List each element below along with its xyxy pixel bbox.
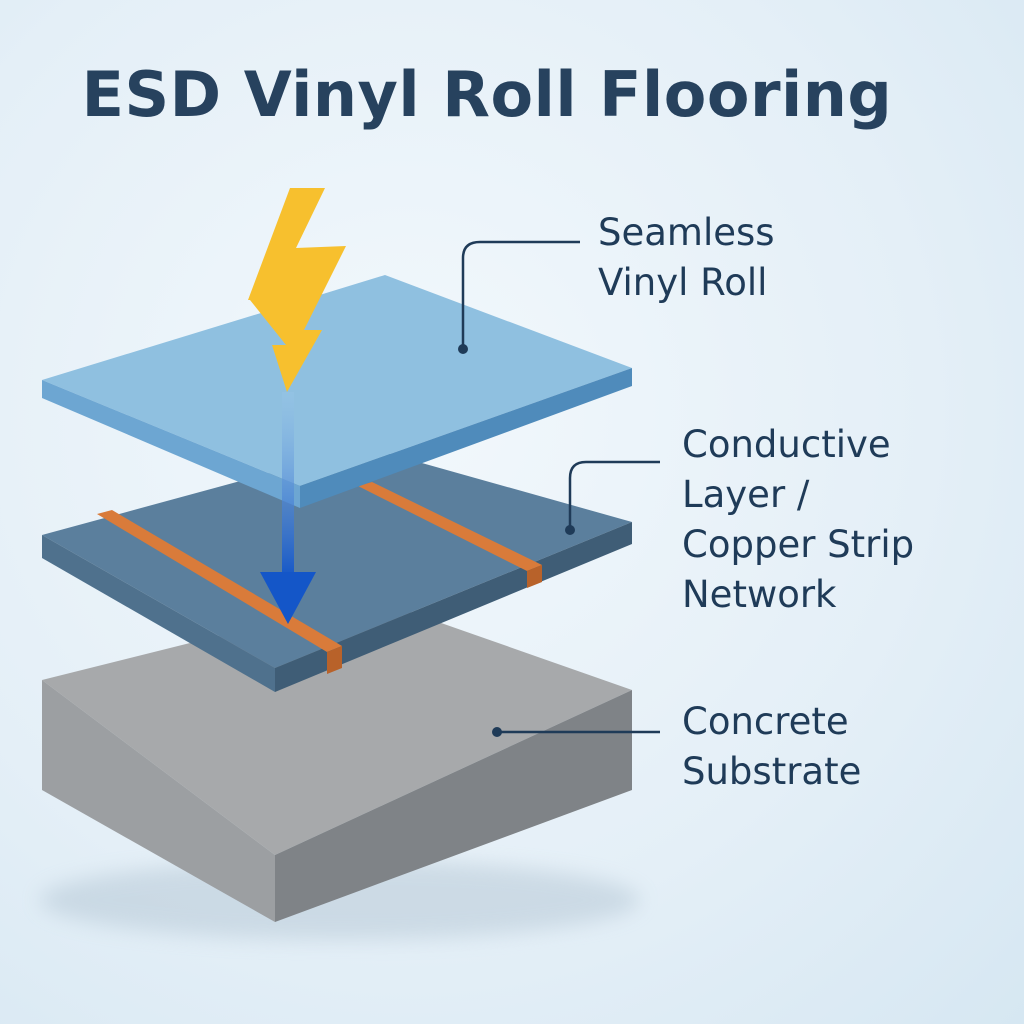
page-title: ESD Vinyl Roll Flooring bbox=[81, 58, 893, 131]
conductive-layer bbox=[42, 447, 632, 692]
copper-strip bbox=[97, 510, 342, 652]
label-concrete-substrate: Concrete Substrate bbox=[682, 700, 862, 793]
leader-lines bbox=[461, 240, 660, 734]
label-vinyl-roll: Seamless Vinyl Roll bbox=[598, 211, 775, 304]
vinyl-roll-layer bbox=[42, 275, 632, 508]
lightning-bolt-icon bbox=[248, 188, 346, 392]
concrete-substrate-layer bbox=[40, 598, 640, 940]
copper-strip bbox=[358, 482, 542, 571]
label-conductive-layer: Conductive Layer / Copper Strip Network bbox=[682, 423, 915, 616]
discharge-arrow-icon bbox=[282, 392, 294, 578]
